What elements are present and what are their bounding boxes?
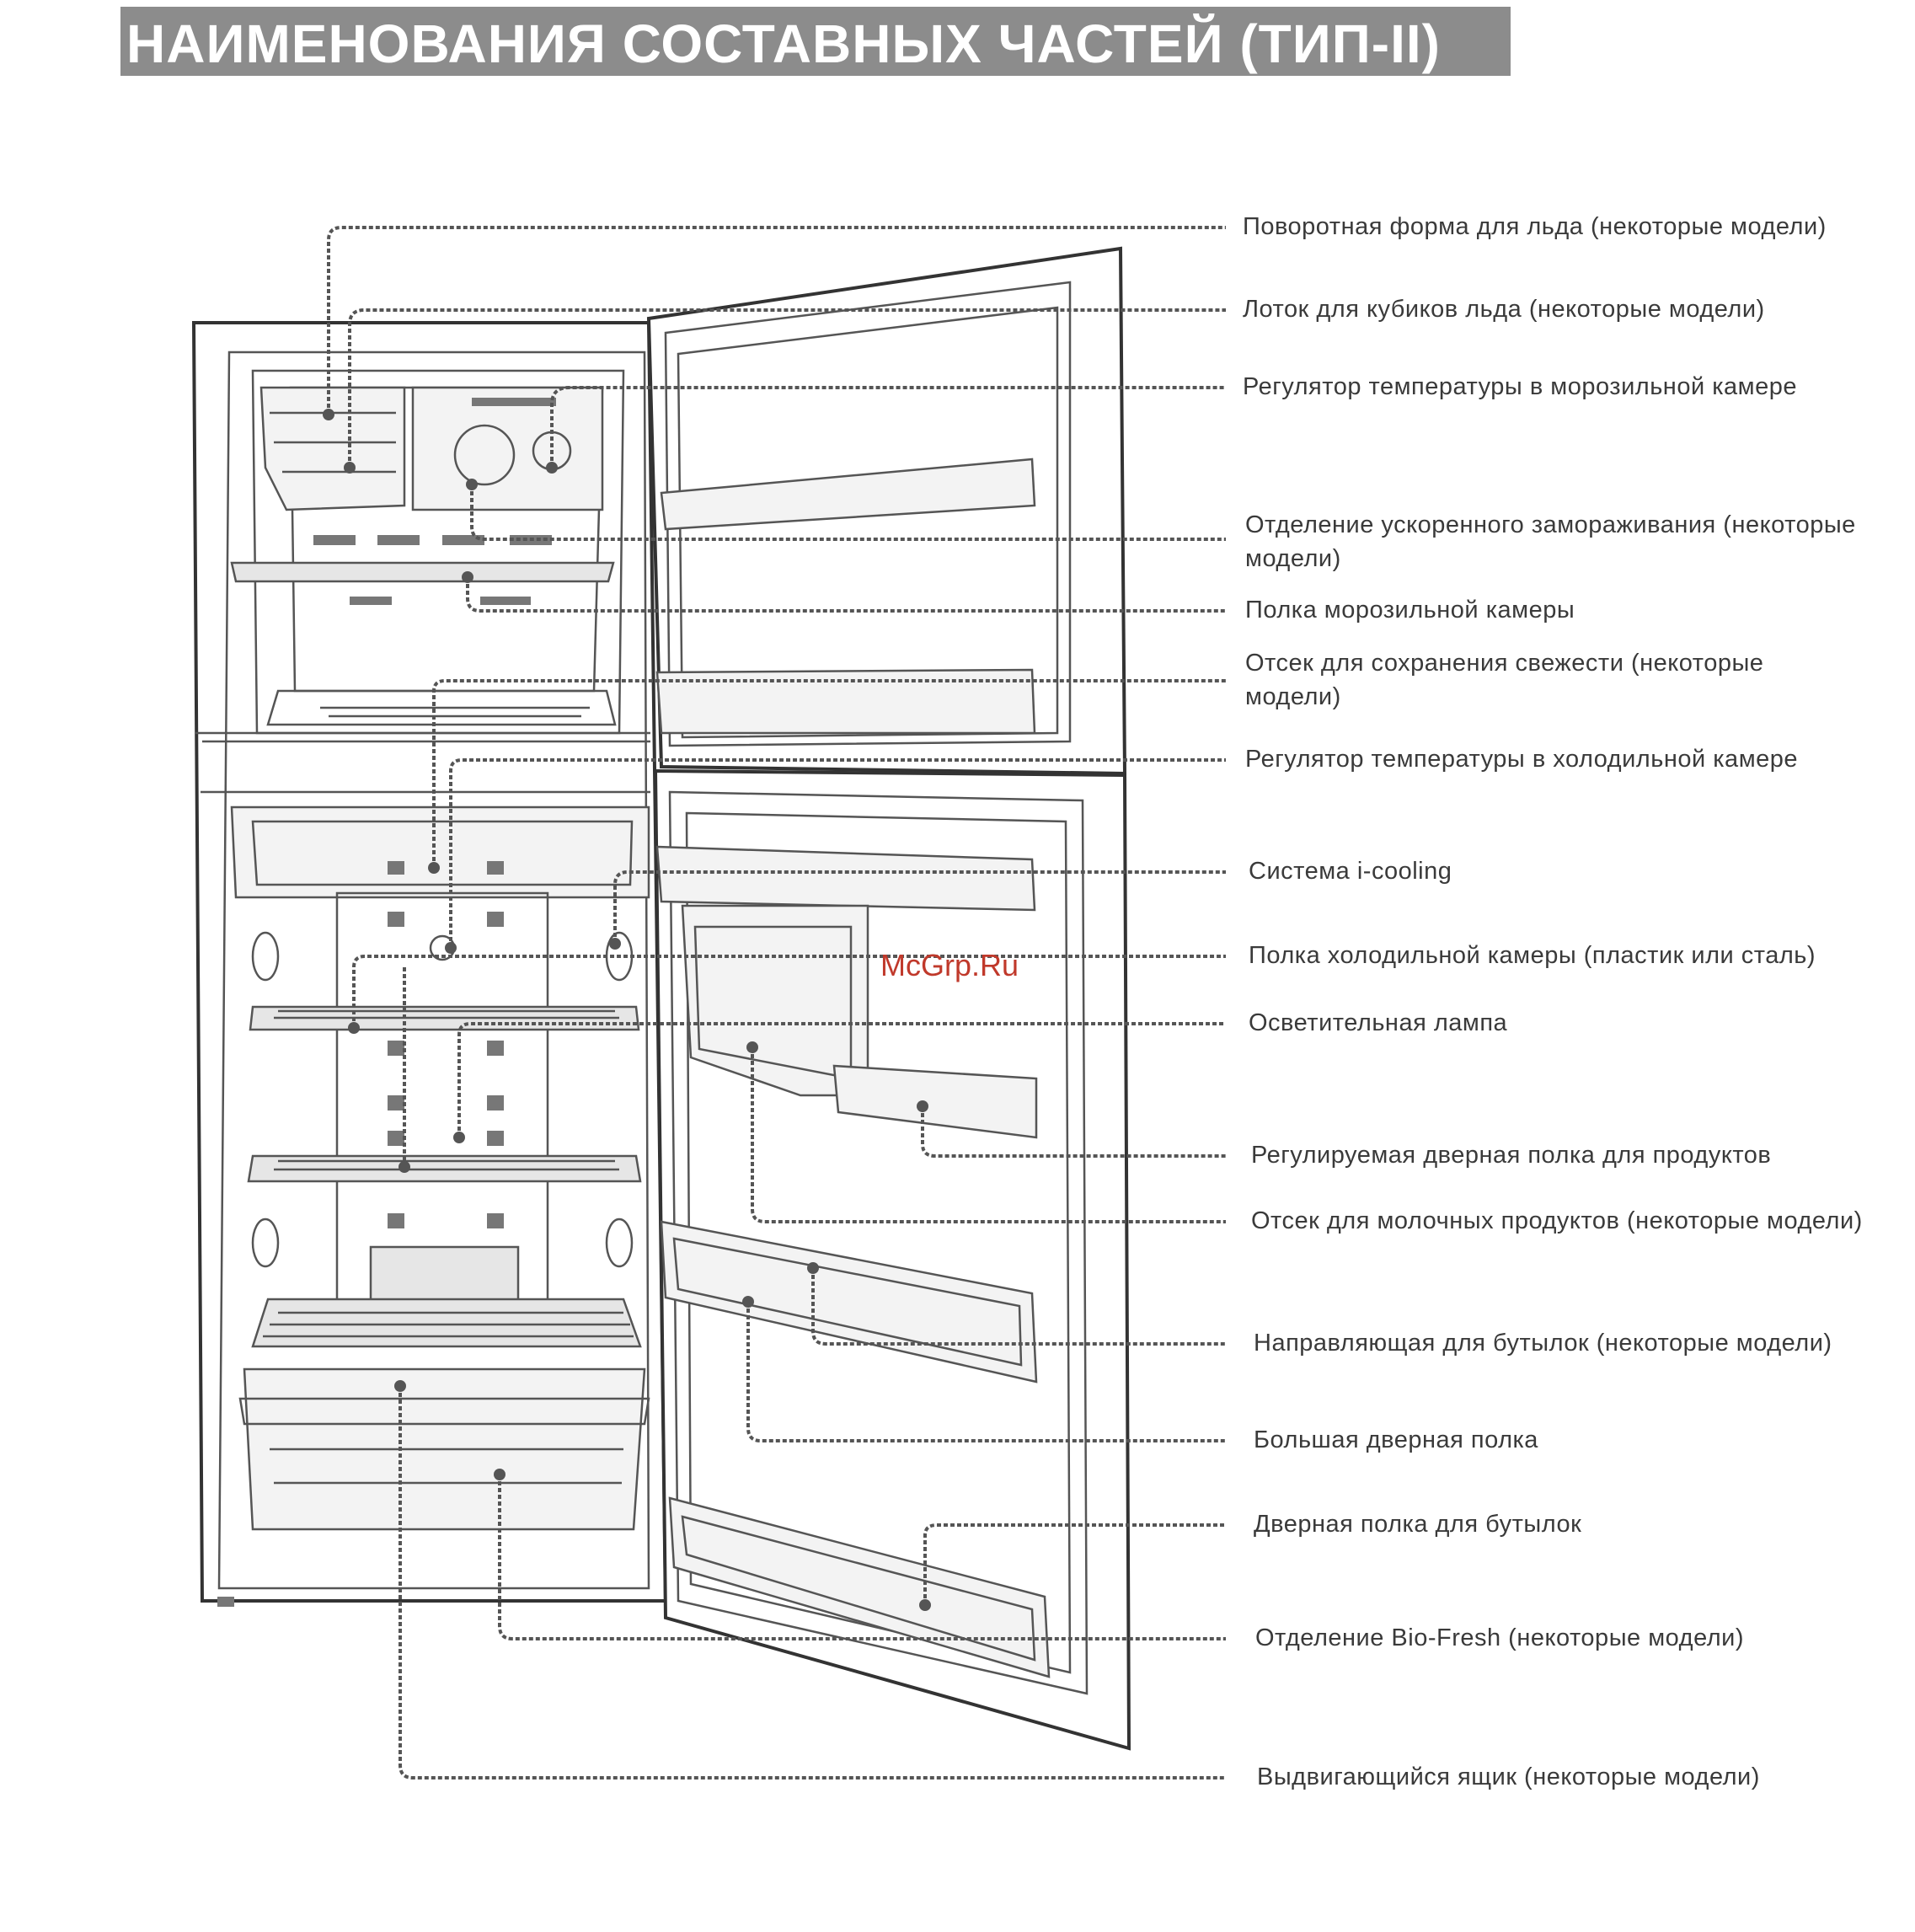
label-freezer-temperature-control: Регулятор температуры в морозильной каме… xyxy=(1243,373,1797,400)
label-bio-fresh-compartment: Отделение Bio-Fresh (некоторые модели) xyxy=(1255,1624,1744,1651)
label-large-door-shelf: Большая дверная полка xyxy=(1254,1426,1538,1453)
label-door-bottle-shelf: Дверная полка для бутылок xyxy=(1254,1511,1581,1538)
part-labels: Поворотная форма для льда (некоторые мод… xyxy=(1243,213,1863,1790)
label-adjustable-door-shelf: Регулируемая дверная полка для продуктов xyxy=(1251,1142,1771,1169)
label-rotating-ice-tray: Поворотная форма для льда (некоторые мод… xyxy=(1243,213,1827,240)
label-fresh-compartment: Отсек для сохранения свежести (некоторые… xyxy=(1245,650,1771,710)
label-quick-freeze-compartment: Отделение ускоренного замораживания (нек… xyxy=(1245,511,1863,572)
label-ice-cube-tray: Лоток для кубиков льда (некоторые модели… xyxy=(1243,296,1765,323)
refrigerator-illustration xyxy=(191,246,1131,1751)
label-lamp: Осветительная лампа xyxy=(1249,1009,1508,1036)
label-dairy-compartment: Отсек для молочных продуктов (некоторые … xyxy=(1251,1207,1863,1234)
callout-dots xyxy=(323,409,931,1611)
label-bottle-guide: Направляющая для бутылок (некоторые моде… xyxy=(1254,1330,1832,1357)
watermark: McGrp.Ru xyxy=(880,948,1019,982)
page-title: НАИМЕНОВАНИЯ СОСТАВНЫХ ЧАСТЕЙ (ТИП-II) xyxy=(126,13,1441,74)
leader-lines xyxy=(327,226,1226,1779)
title-banner: НАИМЕНОВАНИЯ СОСТАВНЫХ ЧАСТЕЙ (ТИП-II) xyxy=(120,7,1511,76)
label-pull-out-drawer: Выдвигающийся ящик (некоторые модели) xyxy=(1257,1763,1760,1790)
label-fridge-temperature-control: Регулятор температуры в холодильной каме… xyxy=(1245,746,1798,773)
label-fridge-shelf: Полка холодильной камеры (пластик или ст… xyxy=(1249,942,1816,969)
label-freezer-shelf: Полка морозильной камеры xyxy=(1245,597,1575,623)
label-i-cooling-system: Система i-cooling xyxy=(1249,858,1452,885)
